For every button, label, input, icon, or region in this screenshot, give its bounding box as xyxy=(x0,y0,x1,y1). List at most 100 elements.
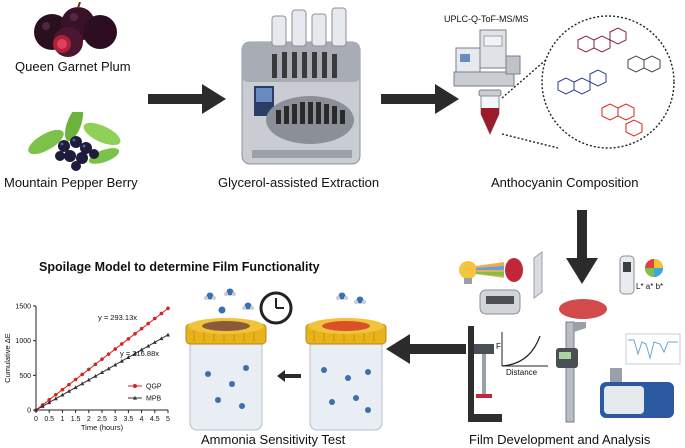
data-point-qgp xyxy=(106,352,111,356)
data-point-qgp xyxy=(126,337,131,341)
data-point-mpb xyxy=(126,355,131,359)
x-tick-label: 0 xyxy=(34,416,38,423)
data-point-mpb xyxy=(152,340,157,344)
pepper-berry-label: Mountain Pepper Berry xyxy=(4,175,138,190)
lab-label: L* a* b* xyxy=(636,282,664,291)
x-tick-label: 4.5 xyxy=(150,416,160,423)
x-axis-title: Time (hours) xyxy=(81,423,124,432)
equation-mpb: y = 216.88x xyxy=(120,349,159,358)
y-tick-label: 1500 xyxy=(15,304,31,311)
data-point-qgp xyxy=(47,398,51,402)
data-point-qgp xyxy=(100,357,104,361)
data-point-qgp xyxy=(73,377,78,382)
data-point-mpb xyxy=(133,351,137,356)
anthocyanin-structures-circle xyxy=(541,15,675,149)
ammonia-molecules-image xyxy=(204,288,254,314)
data-point-qgp xyxy=(87,367,91,372)
data-point-qgp xyxy=(93,362,98,367)
data-point-qgp xyxy=(54,392,58,397)
data-point-mpb xyxy=(40,404,45,408)
film-label: Film Development and Analysis xyxy=(469,432,651,447)
data-point-mpb xyxy=(119,358,124,363)
data-point-mpb xyxy=(80,381,85,386)
y-tick-label: 1000 xyxy=(15,338,31,345)
x-tick-label: 1 xyxy=(60,416,64,423)
data-point-qgp xyxy=(113,347,117,351)
data-point-mpb xyxy=(159,336,164,341)
data-point-mpb xyxy=(113,362,118,367)
clock-icon xyxy=(259,291,293,325)
equation-qgp: y = 293.13x xyxy=(98,313,137,322)
arrow-to-film xyxy=(566,210,598,284)
x-tick-label: 3 xyxy=(113,416,117,423)
data-point-qgp xyxy=(120,342,124,346)
data-point-qgp xyxy=(139,326,144,331)
legend-marker-qgp xyxy=(133,384,137,388)
y-axis-title: Cumulative ΔE xyxy=(3,333,12,383)
spectrometer-image xyxy=(600,333,681,418)
data-point-mpb xyxy=(73,385,78,390)
caliper-image xyxy=(556,321,586,423)
arrow-to-ammonia xyxy=(386,334,466,364)
distance-label: Distance xyxy=(506,368,538,377)
plum-image xyxy=(34,2,117,57)
y-tick-label: 0 xyxy=(27,408,31,415)
x-tick-label: 2 xyxy=(87,416,91,423)
uplc-label: UPLC-Q-ToF-MS/MS xyxy=(444,14,529,24)
pepper-berry-image xyxy=(28,112,121,171)
x-tick-label: 4 xyxy=(140,416,144,423)
data-point-mpb xyxy=(86,377,91,382)
x-tick-label: 2.5 xyxy=(97,416,107,423)
jar-mpb-image xyxy=(305,318,387,431)
data-point-mpb xyxy=(53,396,58,401)
data-point-mpb xyxy=(139,347,144,352)
arrow-to-extraction xyxy=(148,84,226,114)
data-point-qgp xyxy=(67,382,71,387)
data-point-qgp xyxy=(60,387,65,392)
arrow-between-jars xyxy=(277,370,301,382)
zoom-lines xyxy=(501,57,559,149)
y-tick-label: 500 xyxy=(19,373,31,380)
texture-analyser-image xyxy=(468,326,502,422)
data-point-mpb xyxy=(166,332,170,337)
force-label: F xyxy=(496,342,501,351)
x-tick-label: 3.5 xyxy=(124,416,134,423)
legend-marker-mpb xyxy=(133,395,137,400)
force-distance-plot xyxy=(501,332,548,367)
composition-label: Anthocyanin Composition xyxy=(491,175,639,190)
data-point-mpb xyxy=(34,407,38,412)
ammonia-molecules-right xyxy=(336,292,366,304)
data-point-mpb xyxy=(93,373,98,378)
data-point-mpb xyxy=(47,400,52,405)
x-tick-label: 1.5 xyxy=(71,416,81,423)
x-tick-label: 5 xyxy=(166,416,170,423)
x-tick-label: 0.5 xyxy=(44,416,54,423)
data-point-qgp xyxy=(153,316,157,321)
ammonia-label: Ammonia Sensitivity Test xyxy=(201,432,346,447)
extraction-apparatus-image xyxy=(241,7,361,165)
sample-vial-image xyxy=(478,89,502,136)
uplc-instrument-image xyxy=(453,29,521,87)
spoilage-title: Spoilage Model to determine Film Functio… xyxy=(39,260,320,274)
legend-label-qgp: QGP xyxy=(146,384,162,391)
data-point-mpb xyxy=(106,366,111,371)
arrow-to-composition xyxy=(381,84,459,114)
data-point-qgp xyxy=(166,306,170,311)
data-point-qgp xyxy=(133,332,137,336)
legend-label-mpb: MPB xyxy=(146,396,162,403)
extraction-label: Glycerol-assisted Extraction xyxy=(218,175,380,190)
film-disc-image xyxy=(559,299,607,319)
data-point-mpb xyxy=(60,392,65,397)
data-point-qgp xyxy=(146,321,150,326)
jar-qgp-image xyxy=(185,318,267,431)
colorimeter-image xyxy=(619,255,663,295)
data-point-qgp xyxy=(159,311,164,316)
data-point-mpb xyxy=(100,370,104,375)
plum-label: Queen Garnet Plum xyxy=(15,59,131,74)
data-point-qgp xyxy=(80,372,84,377)
data-point-mpb xyxy=(146,343,151,348)
film-casting-image xyxy=(459,251,543,315)
data-point-mpb xyxy=(67,389,71,393)
